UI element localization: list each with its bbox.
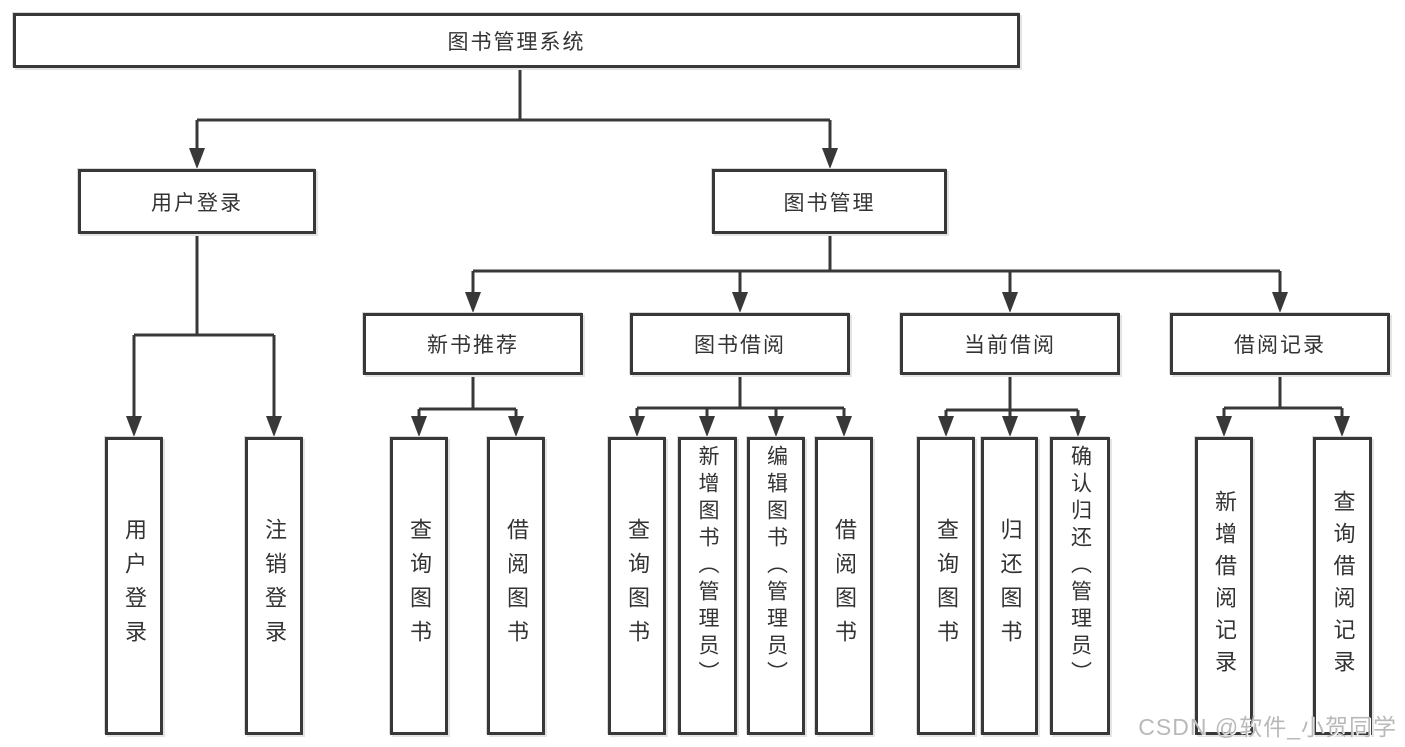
connector-current-borrow	[944, 373, 1080, 418]
csdn-watermark: CSDN @软件_小贺同学	[1138, 714, 1397, 740]
leaf-confirm-return-admin: 确认归还（管理员）	[1050, 437, 1110, 735]
leaf-borrow-books-1-label: 借阅图书	[504, 518, 529, 654]
connector-new-book	[417, 373, 518, 418]
node-book-management: 图书管理	[712, 169, 947, 234]
node-new-book-recommend: 新书推荐	[363, 313, 583, 375]
leaf-logout-label: 注销登录	[262, 518, 287, 654]
leaf-logout: 注销登录	[245, 437, 303, 735]
leaf-borrow-books-2-label: 借阅图书	[832, 518, 857, 654]
node-root-label: 图书管理系统	[447, 30, 586, 54]
node-user-login: 用户登录	[78, 169, 316, 234]
leaf-query-books-2-label: 查询图书	[625, 518, 650, 654]
leaf-edit-books-admin-label: 编辑图书（管理员）	[764, 445, 788, 688]
leaf-query-books-3: 查询图书	[917, 437, 975, 735]
leaf-user-login-label: 用户登录	[122, 518, 147, 654]
connector-book-borrow	[635, 373, 846, 418]
node-user-login-label: 用户登录	[151, 191, 243, 215]
node-book-borrow-label: 图书借阅	[694, 334, 786, 357]
connector-user-login	[132, 232, 276, 418]
leaf-confirm-return-admin-label: 确认归还（管理员）	[1068, 445, 1092, 688]
node-book-borrow: 图书借阅	[630, 313, 850, 375]
connector-borrow-records	[1222, 373, 1344, 418]
node-current-borrow-label: 当前借阅	[964, 334, 1056, 357]
leaf-add-borrow-record-label: 新增借阅记录	[1212, 490, 1237, 682]
node-borrow-records: 借阅记录	[1170, 313, 1390, 375]
leaf-add-books-admin-label: 新增图书（管理员）	[696, 445, 719, 688]
leaf-user-login: 用户登录	[105, 437, 163, 735]
leaf-query-books-3-label: 查询图书	[934, 518, 959, 654]
leaf-return-books-label: 归还图书	[997, 518, 1023, 654]
leaf-query-borrow-record-label: 查询借阅记录	[1330, 490, 1356, 682]
node-root: 图书管理系统	[13, 13, 1020, 68]
connector-book-management	[471, 232, 1282, 294]
leaf-add-borrow-record: 新增借阅记录	[1195, 437, 1253, 735]
leaf-borrow-books-1: 借阅图书	[487, 437, 545, 735]
node-new-book-recommend-label: 新书推荐	[427, 334, 519, 357]
leaf-query-books-2: 查询图书	[608, 437, 666, 735]
leaf-edit-books-admin: 编辑图书（管理员）	[747, 437, 805, 735]
leaf-query-books-1-label: 查询图书	[407, 518, 432, 654]
leaf-return-books: 归还图书	[981, 437, 1038, 735]
node-borrow-records-label: 借阅记录	[1234, 334, 1326, 357]
node-current-borrow: 当前借阅	[900, 313, 1120, 375]
leaf-query-borrow-record: 查询借阅记录	[1313, 437, 1372, 735]
connector-root	[195, 66, 832, 150]
leaf-borrow-books-2: 借阅图书	[815, 437, 873, 735]
node-book-management-label: 图书管理	[783, 191, 876, 215]
leaf-query-books-1: 查询图书	[390, 437, 448, 735]
leaf-add-books-admin: 新增图书（管理员）	[678, 437, 737, 735]
